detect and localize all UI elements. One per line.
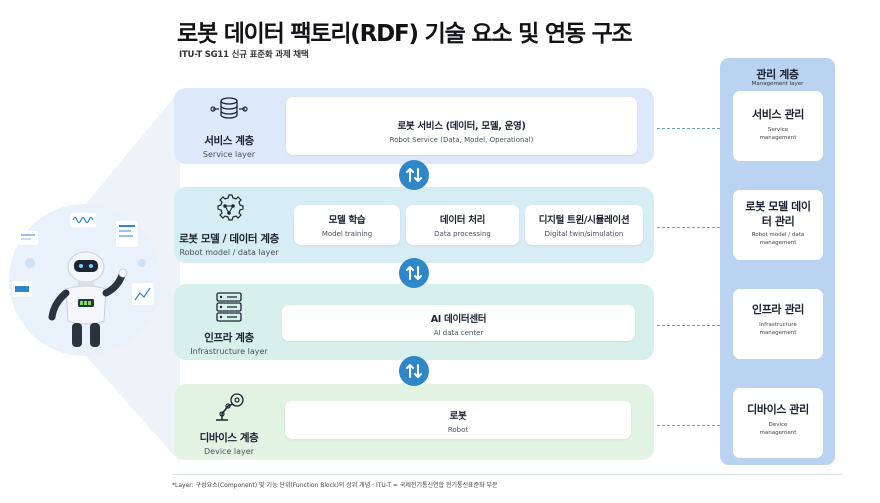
connector-dashed-line xyxy=(657,128,720,129)
model-training-box: 모델 학습 Model training xyxy=(294,205,400,245)
layer-name-en: Robot model / data layer xyxy=(179,248,279,257)
layer-name-en: Device layer xyxy=(204,447,254,456)
footnote: *Layer: 구성요소(Component) 및 기능 단위(Function… xyxy=(172,482,498,489)
device-layer: 디바이스 계층 Device layer 로봇 Robot xyxy=(174,384,654,460)
management-title-en: Management layer xyxy=(751,81,804,87)
ai-datacenter-box: AI 데이터센터 AI data center xyxy=(282,305,635,341)
robot-arm-gear-icon xyxy=(216,393,244,421)
robot-illustration xyxy=(8,203,163,358)
layer-name: 로봇 모델 / 데이터 계층 xyxy=(179,233,279,245)
device-management-box: 디바이스 관리 Device management xyxy=(733,388,823,458)
page-title: 로봇 데이터 팩토리(RDF) 기술 요소 및 연동 구조 xyxy=(177,21,633,47)
up-down-arrows-icon xyxy=(399,258,429,288)
neural-network-gear-icon xyxy=(217,194,244,221)
layer-name: 서비스 계층 xyxy=(204,135,254,147)
database-gear-icon xyxy=(210,97,248,119)
up-down-arrows-icon xyxy=(399,356,429,386)
page-subtitle: ITU-T SG11 신규 표준화 과제 채택 xyxy=(179,50,309,60)
robot-service-box: 로봇 서비스 (데이터, 모델, 운영) Robot Service (Data… xyxy=(286,97,637,155)
infrastructure-layer: 인프라 계층 Infrastructure layer AI 데이터센터 AI … xyxy=(174,284,654,360)
up-down-arrows-icon xyxy=(399,160,429,190)
service-management-box: 서비스 관리 Service management xyxy=(733,91,823,161)
layer-name-en: Service layer xyxy=(202,150,256,159)
robot-box: 로봇 Robot xyxy=(285,401,631,439)
connector-dashed-line xyxy=(657,227,720,228)
digital-twin-box: 디지털 트윈/시뮬레이션 Digital twin/simulation xyxy=(525,205,643,245)
connector-dashed-line xyxy=(657,425,720,426)
connector-dashed-line xyxy=(657,325,720,326)
service-layer: 서비스 계층 Service layer 로봇 서비스 (데이터, 모델, 운영… xyxy=(174,88,654,164)
layer-name: 인프라 계층 xyxy=(204,332,254,344)
management-title: 관리 계층 xyxy=(756,68,799,81)
infra-management-box: 인프라 관리 Infrastructure management xyxy=(733,289,823,359)
data-processing-box: 데이터 처리 Data processing xyxy=(406,205,519,245)
model-data-layer: 로봇 모델 / 데이터 계층 Robot model / data layer … xyxy=(174,187,654,263)
layer-name: 디바이스 계층 xyxy=(199,432,259,444)
server-rack-icon xyxy=(216,292,242,322)
footer-divider xyxy=(172,474,842,475)
model-data-management-box: 로봇 모델 데이터 관리 Robot model / data manageme… xyxy=(733,190,823,260)
layer-name-en: Infrastructure layer xyxy=(190,347,268,356)
